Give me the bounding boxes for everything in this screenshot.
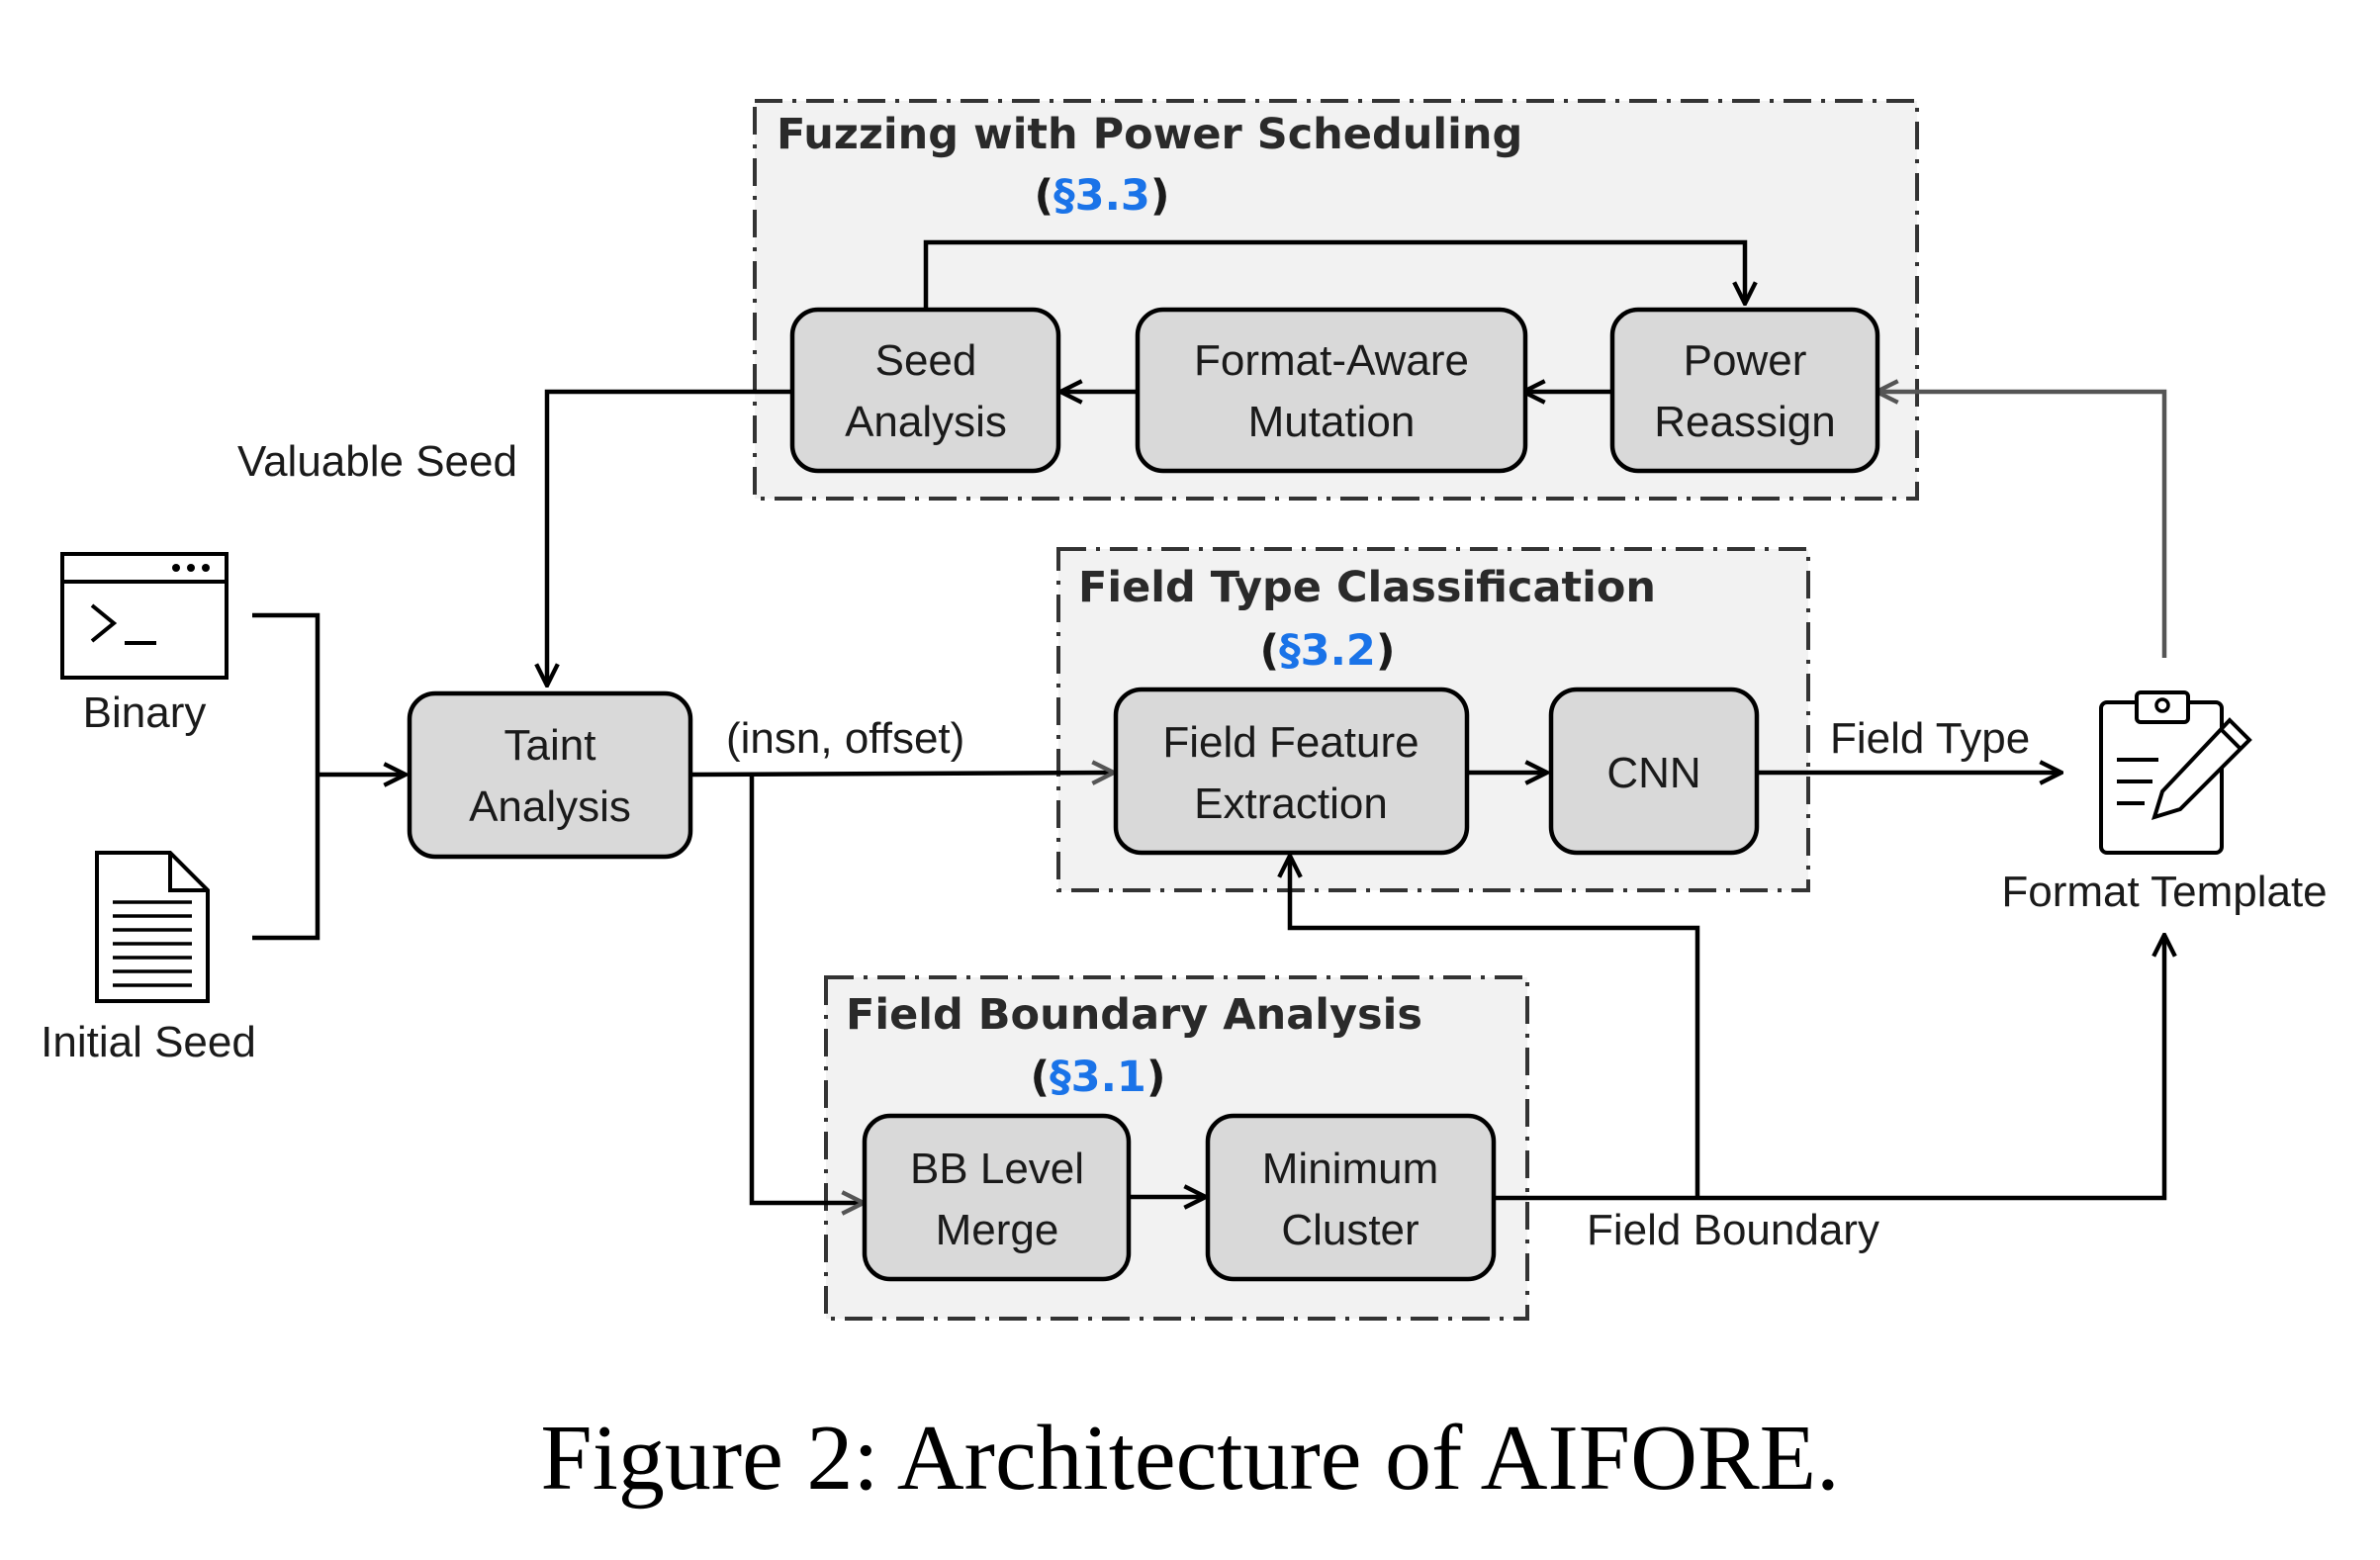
label-format-template: Format Template bbox=[2001, 868, 2327, 916]
svg-text:Minimum: Minimum bbox=[1262, 1145, 1438, 1193]
document-icon bbox=[95, 851, 210, 1003]
group-title: Fuzzing with Power Scheduling bbox=[777, 110, 1522, 159]
section-reference: (§3.3) bbox=[1035, 171, 1170, 221]
connectors bbox=[252, 239, 2167, 1203]
svg-text:Seed: Seed bbox=[875, 336, 977, 385]
svg-text:CNN: CNN bbox=[1606, 749, 1700, 797]
loop-arrow bbox=[923, 239, 1745, 310]
clipboard-pencil-icon bbox=[2099, 690, 2252, 855]
arrow-taint-to-bb-merge bbox=[749, 775, 864, 1203]
svg-text:Reassign: Reassign bbox=[1654, 398, 1835, 446]
label-initial-seed: Initial Seed bbox=[41, 1018, 256, 1066]
label-valuable-seed: Valuable Seed bbox=[237, 437, 517, 486]
svg-text:Analysis: Analysis bbox=[845, 398, 1007, 446]
node-taint-analysis: Taint Analysis bbox=[407, 690, 693, 860]
group-title: Field Type Classification bbox=[1078, 563, 1656, 612]
arrow-boundary-feedback bbox=[1290, 856, 1700, 1198]
svg-text:Power: Power bbox=[1684, 336, 1807, 385]
label-insn-offset: (insn, offset) bbox=[726, 714, 964, 763]
label-field-boundary: Field Boundary bbox=[1587, 1206, 1879, 1254]
label-field-type: Field Type bbox=[1830, 714, 2030, 763]
node-field-feature-extraction: Field Feature Extraction bbox=[1113, 687, 1470, 856]
svg-text:Extraction: Extraction bbox=[1194, 780, 1388, 828]
svg-text:Merge: Merge bbox=[936, 1206, 1059, 1254]
svg-text:Taint: Taint bbox=[504, 721, 596, 770]
section-reference: (§3.1) bbox=[1031, 1053, 1166, 1102]
svg-text:Mutation: Mutation bbox=[1248, 398, 1416, 446]
node-bb-level-merge: BB Level Merge bbox=[862, 1113, 1132, 1282]
node-minimum-cluster: Minimum Cluster bbox=[1205, 1113, 1497, 1282]
label-binary: Binary bbox=[83, 688, 207, 737]
terminal-window-icon bbox=[60, 552, 229, 680]
svg-text:Field Feature: Field Feature bbox=[1162, 718, 1419, 767]
input-bracket bbox=[252, 612, 320, 941]
svg-text:BB Level: BB Level bbox=[910, 1145, 1084, 1193]
arrow-valuable-seed bbox=[547, 389, 791, 686]
arrow-taint-to-feature bbox=[689, 773, 1114, 775]
section-reference: (§3.2) bbox=[1260, 626, 1396, 676]
svg-text:Format-Aware: Format-Aware bbox=[1194, 336, 1469, 385]
node-format-aware-mutation: Format-Aware Mutation bbox=[1135, 307, 1528, 474]
node-seed-analysis: Seed Analysis bbox=[789, 307, 1061, 474]
figure-caption: Figure 2: Architecture of AIFORE. bbox=[540, 1407, 1839, 1510]
svg-text:Analysis: Analysis bbox=[469, 782, 631, 831]
group-title: Field Boundary Analysis bbox=[846, 990, 1422, 1040]
node-power-reassign: Power Reassign bbox=[1609, 307, 1880, 474]
arrow-field-boundary bbox=[1493, 935, 2164, 1201]
arrow-template-to-power bbox=[1877, 392, 2167, 658]
node-cnn: CNN bbox=[1548, 687, 1760, 856]
svg-text:Cluster: Cluster bbox=[1281, 1206, 1419, 1254]
